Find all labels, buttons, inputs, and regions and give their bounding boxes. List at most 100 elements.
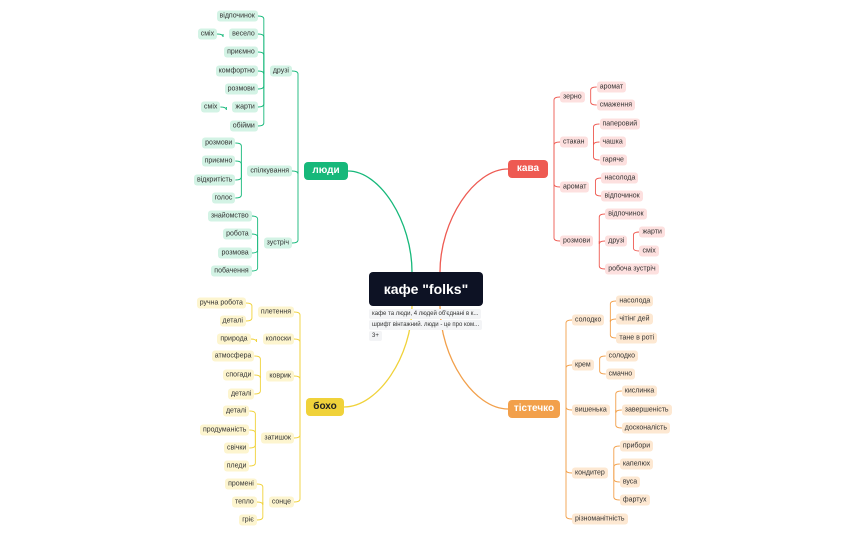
node-1-2-2[interactable]: робоча зустріч	[605, 263, 659, 275]
branch-3[interactable]: тістечко	[508, 400, 560, 418]
node-2-2-2[interactable]: деталі	[227, 388, 255, 400]
connector-line	[220, 106, 227, 111]
node-2-2-0[interactable]: атмосфера	[211, 350, 255, 362]
connector-line	[293, 407, 301, 503]
node-0-2-3[interactable]: голос	[211, 192, 236, 204]
node-3-1-2[interactable]: вишенька	[572, 404, 610, 416]
node-0-2-0[interactable]: розмови	[202, 137, 236, 149]
node-1-2-0[interactable]: паперовий	[599, 118, 641, 130]
node-1-1-1[interactable]: стакан	[560, 136, 588, 148]
node-1-2-0[interactable]: відпочинок	[605, 208, 647, 220]
connector-line	[565, 409, 573, 520]
node-2-2-1[interactable]: деталі	[219, 315, 246, 327]
node-2-2-2[interactable]: гріє	[239, 514, 257, 526]
node-0-3-0[interactable]: сміх	[201, 101, 221, 113]
connector-line	[553, 141, 561, 169]
connector-line	[256, 483, 264, 502]
node-3-2-1[interactable]: завершеність	[621, 404, 672, 416]
node-3-2-2[interactable]: тане в роті	[616, 332, 658, 344]
node-3-2-0[interactable]: кислинка	[621, 385, 658, 397]
node-2-1-1[interactable]: колоски	[262, 333, 294, 345]
node-1-1-3[interactable]: розмови	[560, 235, 594, 247]
node-0-1-0[interactable]: друзі	[269, 65, 292, 77]
root-note-2[interactable]: шрифт вінтажний. люди - це про ком...	[369, 320, 483, 330]
node-2-2-2[interactable]: свічки	[223, 442, 250, 454]
connector-line	[254, 355, 261, 376]
node-3-1-3[interactable]: кондитер	[572, 467, 608, 479]
node-0-2-0[interactable]: відпочинок	[216, 10, 258, 22]
root-label: кафе "folks"	[383, 281, 469, 297]
connector-line	[613, 445, 620, 473]
node-0-2-1[interactable]: весело	[229, 28, 258, 40]
node-2-2-1[interactable]: спогади	[222, 369, 255, 381]
node-2-2-3[interactable]: пледи	[223, 460, 250, 472]
node-2-2-1[interactable]: тепло	[231, 496, 257, 508]
node-1-2-2[interactable]: гаряче	[599, 154, 627, 166]
connector-line	[565, 406, 573, 411]
node-2-2-0[interactable]: природа	[217, 333, 251, 345]
branch-2[interactable]: бохо	[306, 398, 344, 416]
node-0-2-6[interactable]: обійми	[229, 120, 258, 132]
node-0-2-1[interactable]: приємно	[201, 155, 236, 167]
connector-line	[594, 187, 602, 197]
node-3-2-2[interactable]: вуса	[619, 476, 641, 488]
node-1-2-1[interactable]: смаження	[596, 99, 635, 111]
node-2-1-3[interactable]: затишок	[261, 432, 294, 444]
node-0-2-3[interactable]: побачення	[211, 265, 252, 277]
node-0-2-1[interactable]: робота	[223, 228, 252, 240]
node-0-2-2[interactable]: розмова	[218, 247, 252, 259]
connector-line	[599, 355, 606, 365]
connector-line	[594, 177, 602, 187]
node-0-2-3[interactable]: комфортно	[215, 65, 258, 77]
node-3-2-1[interactable]: чітінг дей	[616, 313, 653, 325]
node-2-1-0[interactable]: плетення	[257, 306, 294, 318]
connector-line	[593, 142, 600, 161]
node-0-2-2[interactable]: відкритість	[194, 174, 236, 186]
node-3-2-3[interactable]: фартух	[619, 494, 650, 506]
node-1-3-0[interactable]: жарти	[639, 226, 665, 238]
node-0-1-1[interactable]: спілкування	[247, 165, 292, 177]
node-0-3-0[interactable]: сміх	[197, 28, 218, 40]
connector-line	[256, 501, 264, 506]
node-3-2-1[interactable]: капелюх	[619, 458, 654, 470]
connector-line	[249, 410, 256, 438]
root-note-count[interactable]: 3+	[369, 331, 382, 341]
node-1-2-1[interactable]: чашка	[599, 136, 626, 148]
connector-line	[235, 171, 242, 199]
connector-line	[235, 142, 242, 171]
node-2-2-0[interactable]: промені	[225, 478, 257, 490]
node-0-2-4[interactable]: розмови	[224, 83, 258, 95]
node-3-2-0[interactable]: прибори	[619, 440, 654, 452]
connector-line	[251, 243, 259, 254]
node-2-1-2[interactable]: коврик	[266, 370, 294, 382]
node-3-2-2[interactable]: досконалість	[621, 422, 671, 434]
node-2-2-0[interactable]: деталі	[222, 405, 250, 417]
root-node[interactable]: кафе "folks"	[369, 272, 483, 306]
node-3-2-0[interactable]: солодко	[605, 350, 639, 362]
node-0-1-2[interactable]: зустріч	[263, 237, 292, 249]
node-1-2-1[interactable]: друзі	[605, 235, 628, 247]
root-note-1[interactable]: кафе та люди, 4 людей об'єднані в к...	[369, 309, 482, 319]
node-3-2-0[interactable]: насолода	[616, 295, 654, 307]
node-0-2-0[interactable]: знайомство	[207, 210, 252, 222]
connector-line	[632, 231, 640, 241]
branch-0[interactable]: люди	[304, 162, 348, 180]
node-3-1-4[interactable]: різноманітність	[572, 513, 628, 525]
node-2-2-0[interactable]: ручна робота	[196, 297, 246, 309]
node-1-3-1[interactable]: сміх	[639, 245, 659, 257]
node-2-1-4[interactable]: сонце	[268, 496, 294, 508]
node-1-1-2[interactable]: аромат	[560, 181, 590, 193]
node-1-2-0[interactable]: аромат	[596, 81, 627, 93]
node-1-1-0[interactable]: зерно	[560, 91, 585, 103]
node-2-2-1[interactable]: продуманість	[199, 424, 250, 436]
connector-line	[250, 338, 258, 343]
node-1-2-0[interactable]: насолода	[601, 172, 639, 184]
node-0-2-2[interactable]: приємно	[224, 46, 258, 58]
node-3-1-1[interactable]: крем	[572, 359, 594, 371]
branch-1[interactable]: кава	[508, 160, 548, 178]
node-3-2-1[interactable]: смачно	[605, 368, 636, 380]
node-0-2-5[interactable]: жарти	[232, 101, 258, 113]
node-1-2-1[interactable]: відпочинок	[601, 190, 643, 202]
node-3-1-0[interactable]: солодко	[572, 314, 605, 326]
